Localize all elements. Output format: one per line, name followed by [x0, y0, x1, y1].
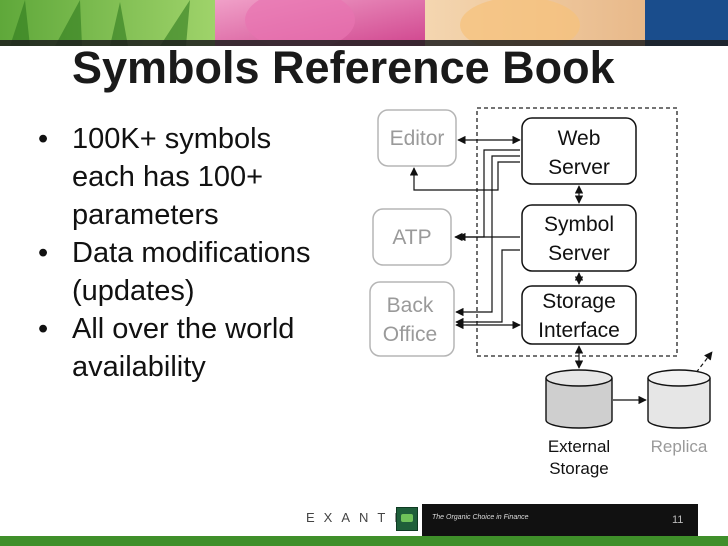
web-atp-connector: [455, 150, 520, 237]
tagline: The Organic Choice in Finance: [432, 514, 529, 521]
header-photo-banner: [0, 0, 728, 46]
external-storage-database-icon: [546, 370, 612, 428]
storage-interface-label-line2: Interface: [538, 319, 620, 342]
external-storage-label-line2: Storage: [549, 459, 609, 478]
footer-stripe: [0, 536, 728, 546]
bullet-icon: •: [38, 310, 48, 348]
symbol-backoffice-connector: [456, 250, 520, 322]
bullet-text: Data modifications (updates): [72, 237, 311, 307]
web-backoffice-connector: [456, 156, 520, 312]
symbol-server-label-line2: Server: [548, 242, 610, 265]
web-server-label-line2: Server: [548, 156, 610, 179]
external-storage-label-line1: External: [548, 437, 610, 456]
replica-database-icon: [648, 370, 710, 428]
bullet-icon: •: [38, 120, 48, 158]
storage-interface-label-line1: Storage: [542, 290, 616, 313]
web-server-label-line1: Web: [558, 127, 601, 150]
back-office-label-line1: Back: [387, 294, 434, 317]
bullet-item: • All over the world availability: [38, 310, 348, 386]
back-office-label-line2: Office: [383, 323, 437, 346]
exante-logo-icon: [396, 507, 418, 531]
page-title: Symbols Reference Book: [72, 42, 615, 94]
bullet-text: 100K+ symbols each has 100+ parameters: [72, 123, 271, 231]
bullet-item: • 100K+ symbols each has 100+ parameters: [38, 120, 348, 234]
bullet-item: • Data modifications (updates): [38, 234, 348, 310]
bullet-icon: •: [38, 234, 48, 272]
replica-label: Replica: [651, 437, 708, 456]
symbol-server-label-line1: Symbol: [544, 213, 614, 236]
bullet-text: All over the world availability: [72, 313, 294, 383]
editor-label: Editor: [390, 127, 445, 150]
bullet-list: • 100K+ symbols each has 100+ parameters…: [38, 120, 348, 386]
architecture-diagram: Editor ATP Back Office Web Server Symbol…: [355, 100, 728, 485]
page-number: 11: [672, 514, 683, 526]
atp-label: ATP: [392, 226, 431, 249]
